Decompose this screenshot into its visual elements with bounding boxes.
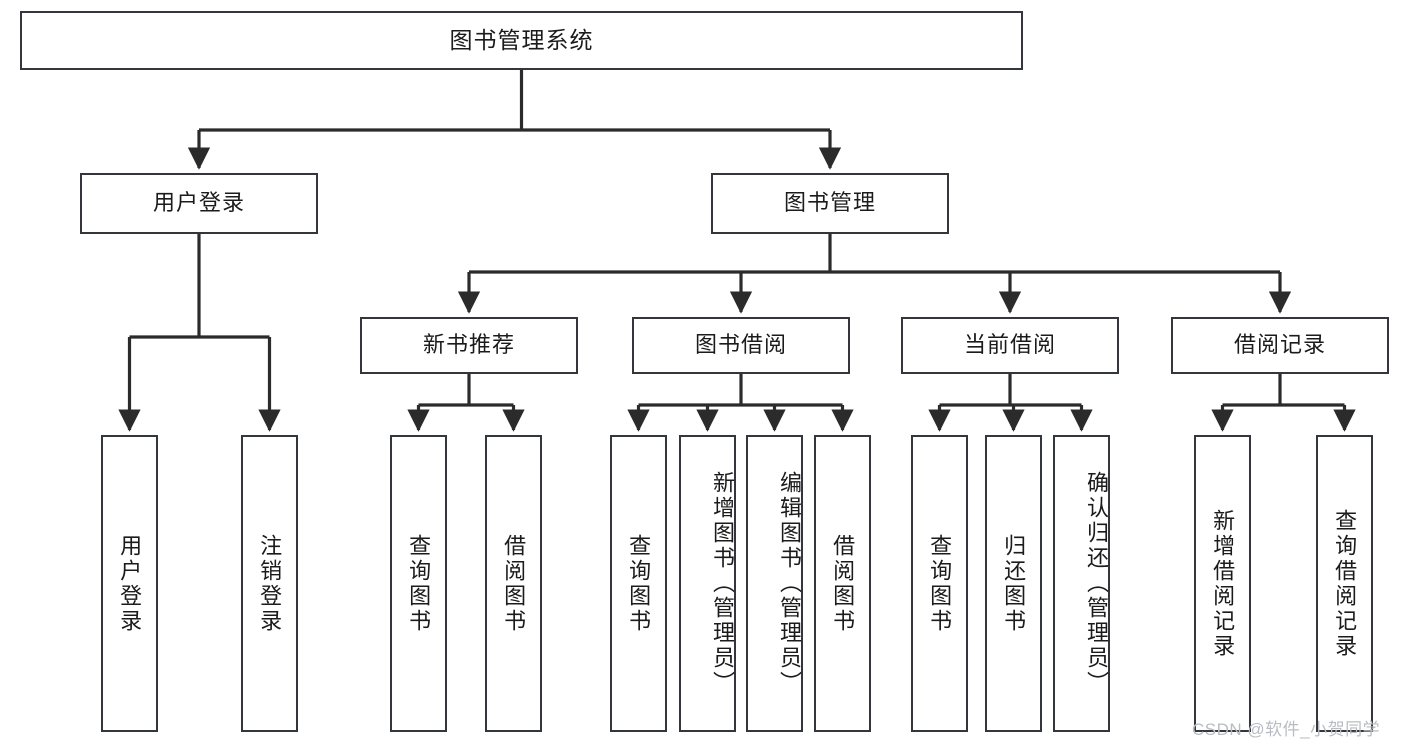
node-leaf-query-record-label: 查询借阅记录 (1332, 508, 1358, 659)
node-book-borrow[interactable]: 图书借阅 (632, 317, 850, 374)
node-leaf-rec-query-book-label: 查询图书 (406, 533, 432, 634)
node-current-borrow[interactable]: 当前借阅 (901, 317, 1119, 374)
node-leaf-query-record[interactable]: 查询借阅记录 (1316, 435, 1373, 732)
node-leaf-return-book-label: 归还图书 (1001, 533, 1027, 634)
node-new-book-rec[interactable]: 新书推荐 (360, 317, 578, 374)
node-user-login-label: 用户登录 (152, 190, 245, 216)
node-leaf-add-record[interactable]: 新增借阅记录 (1194, 435, 1251, 732)
node-leaf-confirm-return-label: 确认归还（管理员） (1084, 471, 1109, 696)
node-leaf-borrow-query-book-label: 查询图书 (626, 533, 652, 634)
node-root-label: 图书管理系统 (449, 26, 594, 53)
node-leaf-rec-query-book[interactable]: 查询图书 (390, 435, 447, 732)
node-leaf-edit-book[interactable]: 编辑图书（管理员） (746, 435, 803, 732)
node-leaf-return-book[interactable]: 归还图书 (985, 435, 1042, 732)
node-leaf-add-record-label: 新增借阅记录 (1210, 508, 1236, 659)
node-leaf-add-book[interactable]: 新增图书（管理员） (679, 435, 736, 732)
node-leaf-logout-label: 注销登录 (257, 533, 283, 634)
node-leaf-borrow-query-book[interactable]: 查询图书 (610, 435, 667, 732)
node-borrow-record[interactable]: 借阅记录 (1171, 317, 1389, 374)
node-leaf-rec-borrow-book-label: 借阅图书 (501, 533, 527, 634)
node-book-manage[interactable]: 图书管理 (711, 173, 949, 234)
node-leaf-user-login-label: 用户登录 (117, 533, 143, 634)
node-book-manage-label: 图书管理 (783, 190, 876, 216)
node-root[interactable]: 图书管理系统 (20, 11, 1023, 70)
node-new-book-rec-label: 新书推荐 (422, 332, 515, 358)
node-leaf-logout[interactable]: 注销登录 (241, 435, 298, 732)
node-leaf-cur-query-book[interactable]: 查询图书 (911, 435, 968, 732)
node-leaf-user-login[interactable]: 用户登录 (101, 435, 158, 732)
node-leaf-add-book-label: 新增图书（管理员） (710, 471, 735, 696)
node-leaf-rec-borrow-book[interactable]: 借阅图书 (485, 435, 542, 732)
node-leaf-confirm-return[interactable]: 确认归还（管理员） (1053, 435, 1110, 732)
node-book-borrow-label: 图书借阅 (694, 332, 787, 358)
node-borrow-record-label: 借阅记录 (1233, 332, 1326, 358)
node-leaf-cur-query-book-label: 查询图书 (927, 533, 953, 634)
node-user-login[interactable]: 用户登录 (80, 173, 318, 234)
watermark-text: CSDN @软件_小贺同学 (1192, 720, 1381, 739)
node-current-borrow-label: 当前借阅 (963, 332, 1056, 358)
node-leaf-borrow-book[interactable]: 借阅图书 (814, 435, 871, 732)
node-leaf-edit-book-label: 编辑图书（管理员） (777, 471, 802, 696)
node-leaf-borrow-book-label: 借阅图书 (830, 533, 856, 634)
